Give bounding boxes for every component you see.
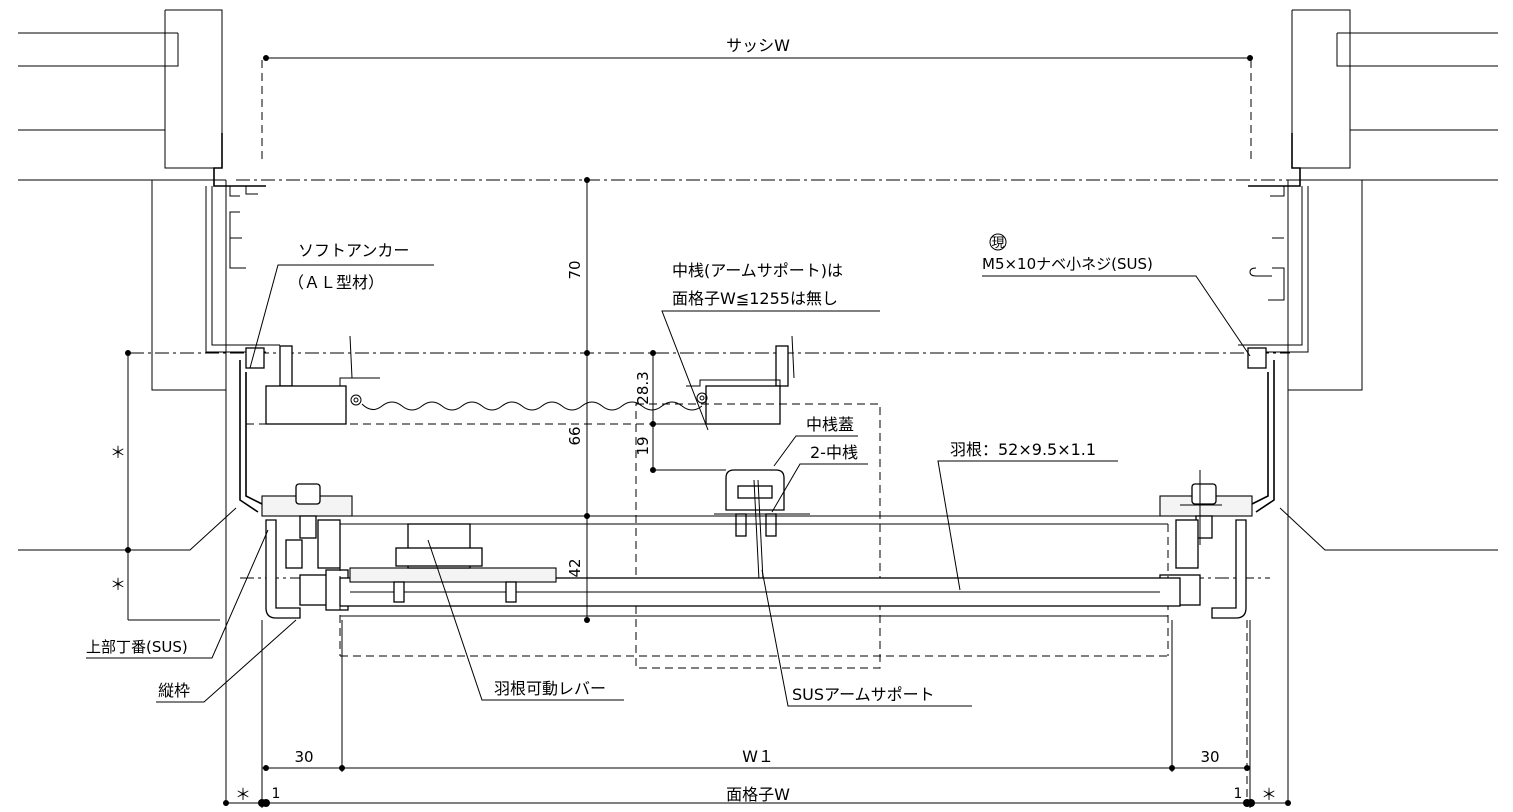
star-bottom-right: ＊ (1261, 785, 1277, 804)
label-genba-mark: 現 (991, 236, 1004, 251)
callout-blade-lever: 羽根可動レバー (427, 539, 624, 701)
label-vertical-frame: 縦枠 (158, 681, 190, 700)
callout-blade: 羽根：52×9.5×1.1 (937, 440, 1118, 591)
dimension-bottom-w1: 30 W１ 30 (261, 620, 1251, 808)
dim-w1: W１ (742, 747, 774, 766)
upper-bracket-left (265, 335, 703, 425)
label-crosspiece-lid: 中桟蓋 (806, 415, 854, 434)
label-blade: 羽根：52×9.5×1.1 (950, 440, 1096, 459)
dimension-sash-w: サッシW (263, 36, 1253, 61)
sash-w-label: サッシW (726, 36, 790, 55)
callout-upper-hinge: 上部丁番(SUS) (86, 529, 269, 659)
callout-middle-crosspiece: 中桟(アームサポート)は 面格子W≦1255は無し (661, 261, 880, 431)
lattice-vertical-frame-left (239, 347, 353, 619)
dimension-vertical-small: 28.3 19 (634, 350, 726, 473)
label-screw: M5×10ナベ小ネジ(SUS) (982, 255, 1153, 273)
wall-outline-right (1279, 9, 1498, 805)
label-crosspiece-line2: 面格子W≦1255は無し (672, 289, 838, 308)
label-two-crosspiece: 2-中桟 (810, 443, 858, 462)
wall-outline-left (18, 9, 237, 805)
star-lower: ＊ (110, 575, 126, 594)
dim-66: 66 (566, 426, 584, 445)
callout-crosspiece-lid: 中桟蓋 (773, 415, 858, 467)
dim-28-3: 28.3 (634, 371, 652, 404)
middle-crosspiece (635, 403, 881, 669)
dim-30-right: 30 (1200, 748, 1219, 766)
upper-bracket-center (246, 335, 795, 425)
dimension-bottom-face-w: ＊ 1 面格子W 1 ＊ (223, 785, 1291, 807)
callout-two-crosspiece: 2-中桟 (771, 443, 868, 513)
dim-42: 42 (566, 558, 584, 577)
label-al-material: （ＡＬ型材） (288, 273, 384, 292)
sash-profile-right (1238, 133, 1309, 353)
label-upper-hinge: 上部丁番(SUS) (86, 638, 188, 656)
sash-profile-left (205, 133, 280, 353)
label-sus-arm-support: SUSアームサポート (792, 685, 935, 704)
callout-screw: 現 M5×10ナベ小ネジ(SUS) (982, 233, 1251, 357)
dim-19: 19 (634, 436, 652, 455)
dim-face-lattice-w: 面格子W (726, 785, 790, 804)
callout-vertical-frame: 縦枠 (156, 619, 297, 703)
dim-70: 70 (566, 260, 584, 279)
label-blade-lever: 羽根可動レバー (494, 679, 606, 698)
star-upper: ＊ (110, 443, 126, 462)
dim-1-left: 1 (272, 786, 281, 802)
callout-soft-anchor: ソフトアンカー （ＡＬ型材） (249, 241, 434, 369)
dim-1-right: 1 (1234, 786, 1243, 802)
dim-30-left: 30 (294, 748, 313, 766)
dimension-vertical-main: 70 66 42 (566, 177, 590, 623)
dimension-left-stars: ＊ ＊ (110, 350, 220, 621)
blade-assembly (266, 515, 1181, 657)
callout-sus-arm-support: SUSアームサポート (761, 569, 972, 707)
label-soft-anchor: ソフトアンカー (298, 241, 409, 260)
label-crosspiece-line1: 中桟(アームサポート)は (672, 261, 843, 280)
center-lines (130, 60, 1290, 805)
star-bottom-left: ＊ (235, 785, 251, 804)
